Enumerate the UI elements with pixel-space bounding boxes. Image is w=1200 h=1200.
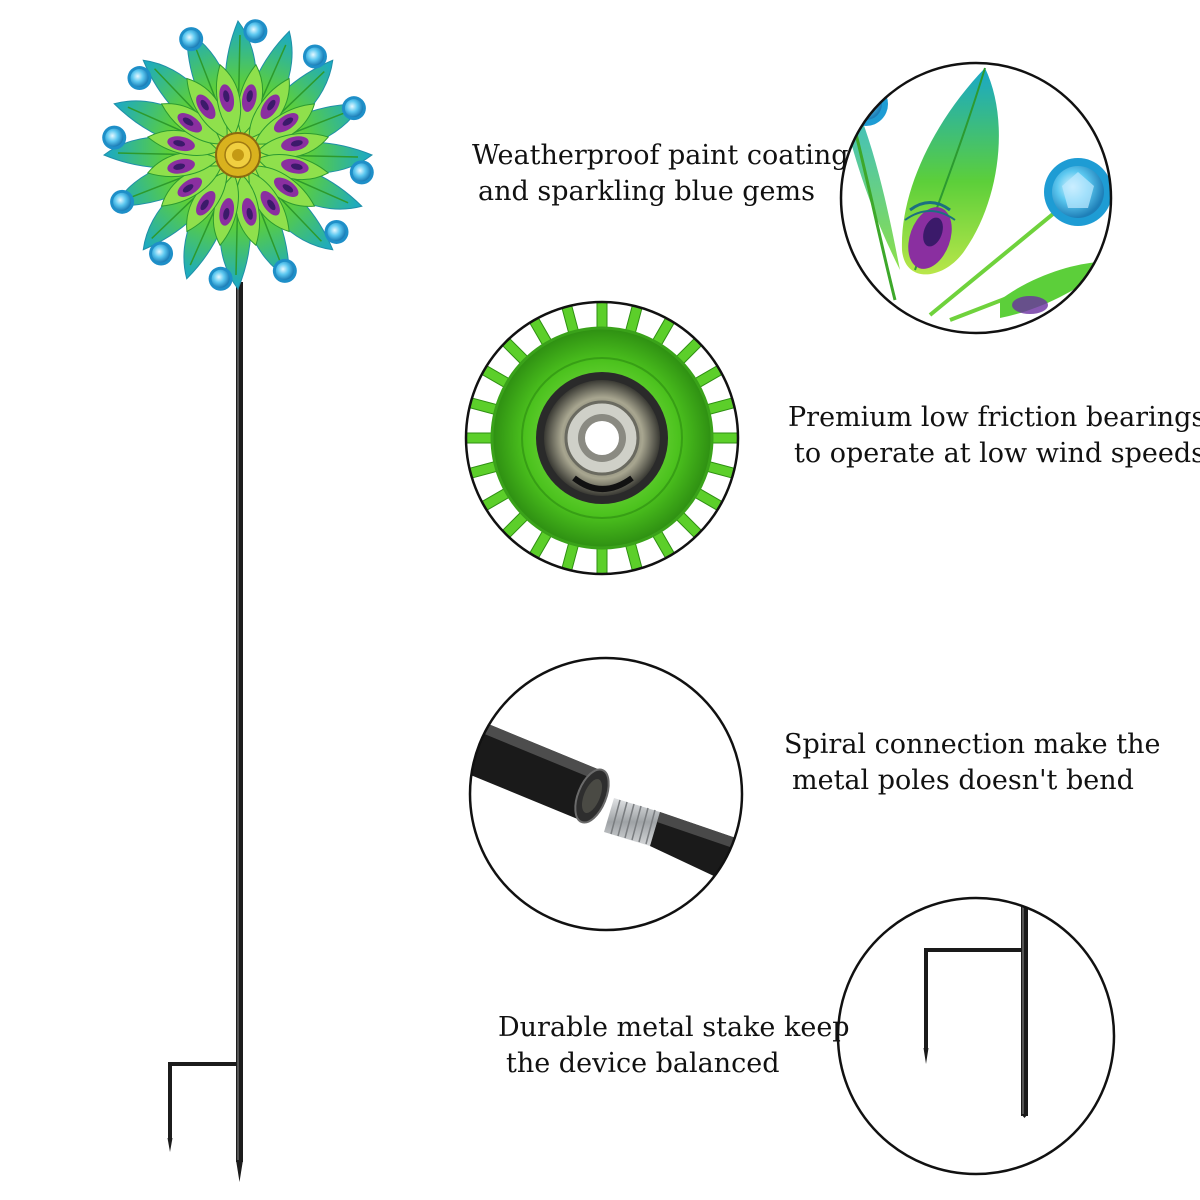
blue-gem <box>102 125 127 150</box>
spinner-stake-foot <box>168 1062 236 1140</box>
blue-gem <box>324 219 349 244</box>
wind-spinner <box>102 19 374 1182</box>
spinner-pole-tip <box>236 1160 243 1182</box>
detail-circle-bearing <box>464 300 740 576</box>
inner-petal <box>256 132 330 159</box>
peacock-flower-head <box>102 19 374 291</box>
caption-line-1: Weatherproof paint coating <box>472 140 849 171</box>
stake-foot <box>924 948 1021 1050</box>
blue-gem <box>149 241 174 266</box>
caption-line-2: to operate at low wind speeds <box>794 438 1200 469</box>
blue-gem <box>272 258 297 283</box>
inner-petal <box>160 103 223 145</box>
caption-line-1: Premium low friction bearings <box>788 402 1200 433</box>
caption-line-2: the device balanced <box>506 1048 780 1079</box>
detail-circle-spiral-connection <box>468 656 744 932</box>
pole-female-end <box>470 700 600 820</box>
caption-line-1: Durable metal stake keep <box>498 1012 850 1043</box>
blue-gem <box>127 66 152 91</box>
blue-gem <box>179 27 204 52</box>
caption-line-1: Spiral connection make the <box>784 729 1161 760</box>
inner-petal <box>215 63 242 137</box>
blue-gem <box>208 266 233 291</box>
feature-caption-paint-gems: Weatherproof paint coating and sparkling… <box>472 138 849 210</box>
spinner-pole <box>236 282 243 1162</box>
blue-gem <box>110 189 135 214</box>
inner-petal <box>146 151 220 178</box>
detail-circle-paint-gems <box>839 61 1113 335</box>
blue-gem <box>302 44 327 69</box>
stake-pole <box>1021 898 1028 1116</box>
caption-line-2: metal poles doesn't bend <box>792 765 1134 796</box>
blue-gem <box>243 19 268 44</box>
caption-line-2: and sparkling blue gems <box>478 176 815 207</box>
blue-gem <box>341 96 366 121</box>
blue-gem <box>349 160 374 185</box>
feature-caption-metal-stake: Durable metal stake keep the device bala… <box>498 1010 850 1082</box>
detail-circle-metal-stake <box>836 896 1116 1176</box>
feature-caption-bearings: Premium low friction bearings to operate… <box>788 400 1200 472</box>
feature-caption-spiral-connection: Spiral connection make the metal poles d… <box>784 727 1160 799</box>
